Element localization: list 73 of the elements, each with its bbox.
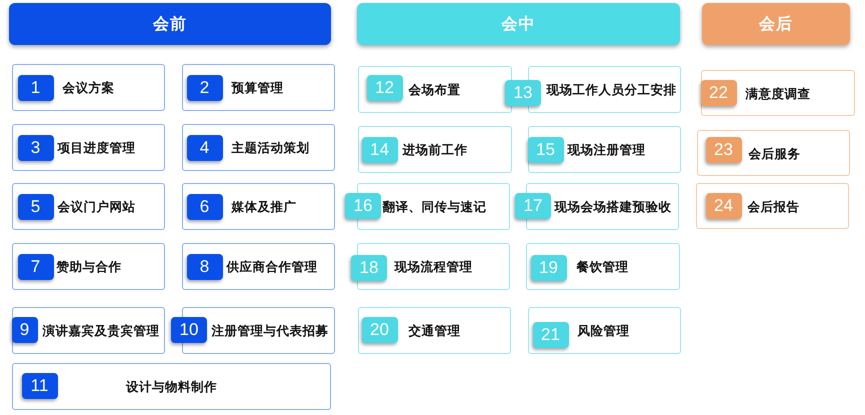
task-card xyxy=(182,307,335,354)
task-card xyxy=(12,64,165,111)
task-card xyxy=(701,70,855,116)
number-tag: 16 xyxy=(345,193,381,219)
number-tag: 12 xyxy=(366,74,402,100)
number-tag: 5 xyxy=(18,194,54,220)
task-title: 翻译、同传与速记 xyxy=(382,199,486,214)
task-card xyxy=(12,183,165,230)
task-card xyxy=(357,243,510,290)
number-tag: 23 xyxy=(706,136,742,162)
number-tag: 3 xyxy=(18,134,54,160)
number-tag: 4 xyxy=(186,134,222,160)
task-card xyxy=(182,124,335,171)
task-title: 会后报告 xyxy=(748,198,800,214)
number-tag: 15 xyxy=(528,136,564,162)
task-title: 演讲嘉宾及贵宾管理 xyxy=(42,323,160,338)
task-card xyxy=(182,243,335,290)
number-tag: 1 xyxy=(18,74,54,100)
task-card xyxy=(358,307,511,354)
task-title: 会场布置 xyxy=(408,82,460,97)
number-tag: 24 xyxy=(706,192,742,218)
number-tag: 19 xyxy=(530,254,566,280)
task-card xyxy=(696,183,849,229)
task-title: 现场工作人员分工安排 xyxy=(546,82,676,97)
number-tag: 22 xyxy=(700,80,736,106)
number-tag: 14 xyxy=(362,136,398,162)
task-title: 会议门户网站 xyxy=(58,199,136,214)
task-card xyxy=(528,126,681,173)
phase-header: 会中 xyxy=(357,3,680,45)
task-card xyxy=(12,243,165,290)
task-title: 媒体及推广 xyxy=(232,199,296,214)
number-tag: 21 xyxy=(532,322,568,348)
task-title: 主题活动策划 xyxy=(232,140,310,155)
task-title: 现场流程管理 xyxy=(394,259,472,274)
number-tag: 13 xyxy=(505,80,541,106)
task-title: 供应商合作管理 xyxy=(226,259,318,274)
phase-header: 会后 xyxy=(702,3,850,45)
task-title: 进场前工作 xyxy=(402,142,468,157)
task-title: 现场注册管理 xyxy=(568,142,646,157)
number-tag: 8 xyxy=(186,254,222,280)
task-title: 赞助与合作 xyxy=(56,259,122,274)
task-title: 满意度调查 xyxy=(746,86,810,100)
task-title: 餐饮管理 xyxy=(576,259,628,274)
number-tag: 18 xyxy=(351,255,387,281)
task-title: 现场会场搭建预验收 xyxy=(554,199,672,214)
task-card xyxy=(358,126,512,173)
task-card xyxy=(697,130,850,176)
number-tag: 17 xyxy=(515,193,551,219)
phase-header: 会前 xyxy=(9,3,331,45)
task-card xyxy=(526,183,679,230)
task-card xyxy=(12,307,165,354)
task-card xyxy=(358,66,512,113)
task-title: 会议方案 xyxy=(62,80,114,95)
number-tag: 20 xyxy=(362,316,398,342)
task-card xyxy=(182,64,335,111)
number-tag: 10 xyxy=(171,317,207,343)
number-tag: 2 xyxy=(186,74,222,100)
task-title: 项目进度管理 xyxy=(58,140,136,155)
task-title: 交通管理 xyxy=(408,323,460,338)
number-tag: 6 xyxy=(186,194,222,220)
number-tag: 9 xyxy=(12,316,38,342)
task-card xyxy=(12,363,331,410)
task-title: 会后服务 xyxy=(748,146,800,160)
task-title: 预算管理 xyxy=(232,80,284,95)
task-title: 设计与物料制作 xyxy=(126,379,217,394)
task-card xyxy=(182,183,335,230)
task-title: 风险管理 xyxy=(578,323,630,338)
number-tag: 11 xyxy=(22,372,58,398)
task-card xyxy=(526,243,680,290)
task-card xyxy=(528,307,681,354)
task-card xyxy=(12,124,165,171)
number-tag: 7 xyxy=(18,254,54,280)
task-title: 注册管理与代表招募 xyxy=(212,323,328,338)
